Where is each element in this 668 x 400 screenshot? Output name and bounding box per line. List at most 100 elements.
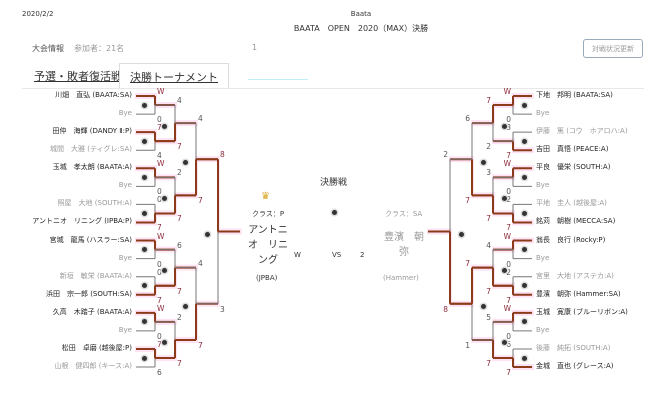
player-name[interactable]: 翁長 良行 (Rocky:P) [536, 235, 606, 244]
player-name[interactable]: 後藤 純拓 (SOUTH:A) [536, 343, 611, 352]
refresh-status-button[interactable]: 対戦状況更新 [583, 39, 643, 58]
match-dot[interactable] [521, 210, 527, 216]
player-name[interactable]: Bye [536, 325, 550, 334]
match-dot[interactable] [521, 319, 527, 325]
player-name[interactable]: 伊藤 篤 (コウ ホアロハ:A) [536, 127, 628, 136]
player-name[interactable]: Bye [536, 181, 550, 190]
match-score: 7 [157, 295, 162, 305]
match-dot[interactable] [141, 138, 147, 144]
player-name[interactable]: アントニオ リニング (IPBA:P) [32, 217, 132, 226]
match-dot[interactable] [458, 232, 464, 238]
final-right-class: クラス：SA [385, 210, 423, 218]
page-number: 1 [252, 43, 258, 52]
player-name[interactable]: 金城 直也 (グレース:A) [536, 362, 614, 371]
match-dot[interactable] [204, 232, 210, 238]
match-score: 6 [465, 114, 470, 124]
player-name[interactable]: 山根 健四郎 (キース:A) [54, 362, 132, 371]
match-dot[interactable] [521, 102, 527, 108]
match-score: W [157, 303, 165, 313]
player-name[interactable]: 吉田 真悟 (PEACE:A) [536, 145, 609, 154]
match-score: 0 [506, 259, 511, 269]
player-name[interactable]: 宮城 龍馬 (ハスラー:SA) [49, 235, 132, 244]
match-score: 7 [177, 286, 182, 296]
player-name[interactable]: Bye [118, 181, 132, 190]
player-name[interactable]: 玉城 寛康 (ブルーリボン:A) [536, 307, 628, 316]
final-title: 決勝戦 [320, 178, 348, 188]
match-dot[interactable] [141, 210, 147, 216]
match-score: 4 [198, 114, 203, 124]
player-name[interactable]: 田仲 海輝 (DANDY Ⅱ:P) [52, 127, 132, 136]
final-match-dot[interactable] [332, 210, 337, 215]
player-name[interactable]: 玉城 孝太朗 (BAATA:A) [52, 163, 132, 172]
tab-preliminary[interactable]: 予選・敗者復活戦 [34, 70, 122, 83]
match-score: 7 [506, 295, 511, 305]
divider [22, 88, 644, 89]
player-name[interactable]: Bye [118, 109, 132, 118]
participants-count: 参加者：21名 [74, 44, 125, 53]
match-dot[interactable] [141, 283, 147, 289]
match-dot[interactable] [480, 159, 486, 165]
match-score: 7 [198, 196, 203, 206]
match-score: 7 [486, 96, 491, 106]
match-dot[interactable] [141, 102, 147, 108]
match-dot[interactable] [501, 195, 507, 201]
page-title: BAATA OPEN 2020（MAX）決勝 [293, 24, 429, 33]
match-score: 5 [486, 312, 491, 322]
match-dot[interactable] [141, 319, 147, 325]
match-dot[interactable] [182, 159, 188, 165]
match-score: 0 [157, 267, 162, 277]
match-score: 6 [177, 240, 182, 250]
player-name[interactable]: 城間 大雅 (ティグレ:SA) [50, 145, 132, 154]
match-score: 7 [177, 214, 182, 224]
match-score: 7 [506, 151, 511, 161]
match-dot[interactable] [521, 283, 527, 289]
match-score: W [503, 231, 511, 241]
player-name[interactable]: Bye [118, 325, 132, 334]
player-name[interactable]: 浜田 宗一郎 (SOUTH:SA) [45, 289, 132, 298]
match-score: 6 [157, 368, 162, 378]
tab-final-tournament[interactable]: 決勝トーナメント [119, 63, 229, 89]
match-dot[interactable] [161, 195, 167, 201]
match-score: 0 [506, 115, 511, 125]
player-name[interactable]: Bye [536, 109, 550, 118]
player-name[interactable]: 宮里 大地 (アステカ:A) [536, 271, 614, 280]
player-name[interactable]: 下地 邦明 (BAATA:SA) [536, 91, 613, 99]
match-score: 0 [157, 331, 162, 341]
match-dot[interactable] [161, 268, 167, 274]
player-name[interactable]: 銘苅 朝樹 (MECCA:SA) [536, 217, 616, 226]
final-left-team: (JPBA) [256, 274, 278, 282]
match-dot[interactable] [480, 304, 486, 310]
player-name[interactable]: 松田 卓磨 (越後屋:P) [61, 343, 132, 352]
player-name[interactable]: Bye [536, 253, 550, 262]
match-score: W [157, 231, 165, 241]
match-dot[interactable] [501, 268, 507, 274]
match-dot[interactable] [521, 138, 527, 144]
match-score: 0 [157, 259, 162, 269]
match-score: 4 [157, 151, 162, 161]
match-dot[interactable] [521, 174, 527, 180]
match-dot[interactable] [501, 340, 507, 346]
match-dot[interactable] [141, 174, 147, 180]
match-score: 2 [443, 150, 448, 160]
match-score: 4 [177, 96, 182, 106]
player-name[interactable]: 新垣 敏栄 (BAATA:A) [59, 271, 132, 280]
player-name[interactable]: 平地 圭人 (越後屋:A) [536, 199, 607, 208]
match-score: 7 [486, 286, 491, 296]
player-name[interactable]: 照屋 大地 (SOUTH:A) [57, 199, 132, 208]
vs-label: VS [332, 251, 342, 259]
match-dot[interactable] [161, 340, 167, 346]
final-left-class: クラス：P [252, 210, 285, 218]
match-dot[interactable] [521, 355, 527, 361]
match-dot[interactable] [141, 247, 147, 253]
match-dot[interactable] [501, 123, 507, 129]
match-dot[interactable] [521, 247, 527, 253]
player-name[interactable]: 久高 木踏子 (BAATA:A) [52, 307, 132, 316]
match-dot[interactable] [182, 304, 188, 310]
match-score: 4 [486, 240, 491, 250]
match-dot[interactable] [161, 123, 167, 129]
player-name[interactable]: Bye [118, 253, 132, 262]
player-name[interactable]: 川畑 直弘 (BAATA:SA) [55, 91, 132, 99]
player-name[interactable]: 平良 優栄 (SOUTH:A) [536, 163, 611, 172]
match-dot[interactable] [141, 355, 147, 361]
player-name[interactable]: 豊濱 朝弥 (Hammer:SA) [536, 289, 621, 298]
